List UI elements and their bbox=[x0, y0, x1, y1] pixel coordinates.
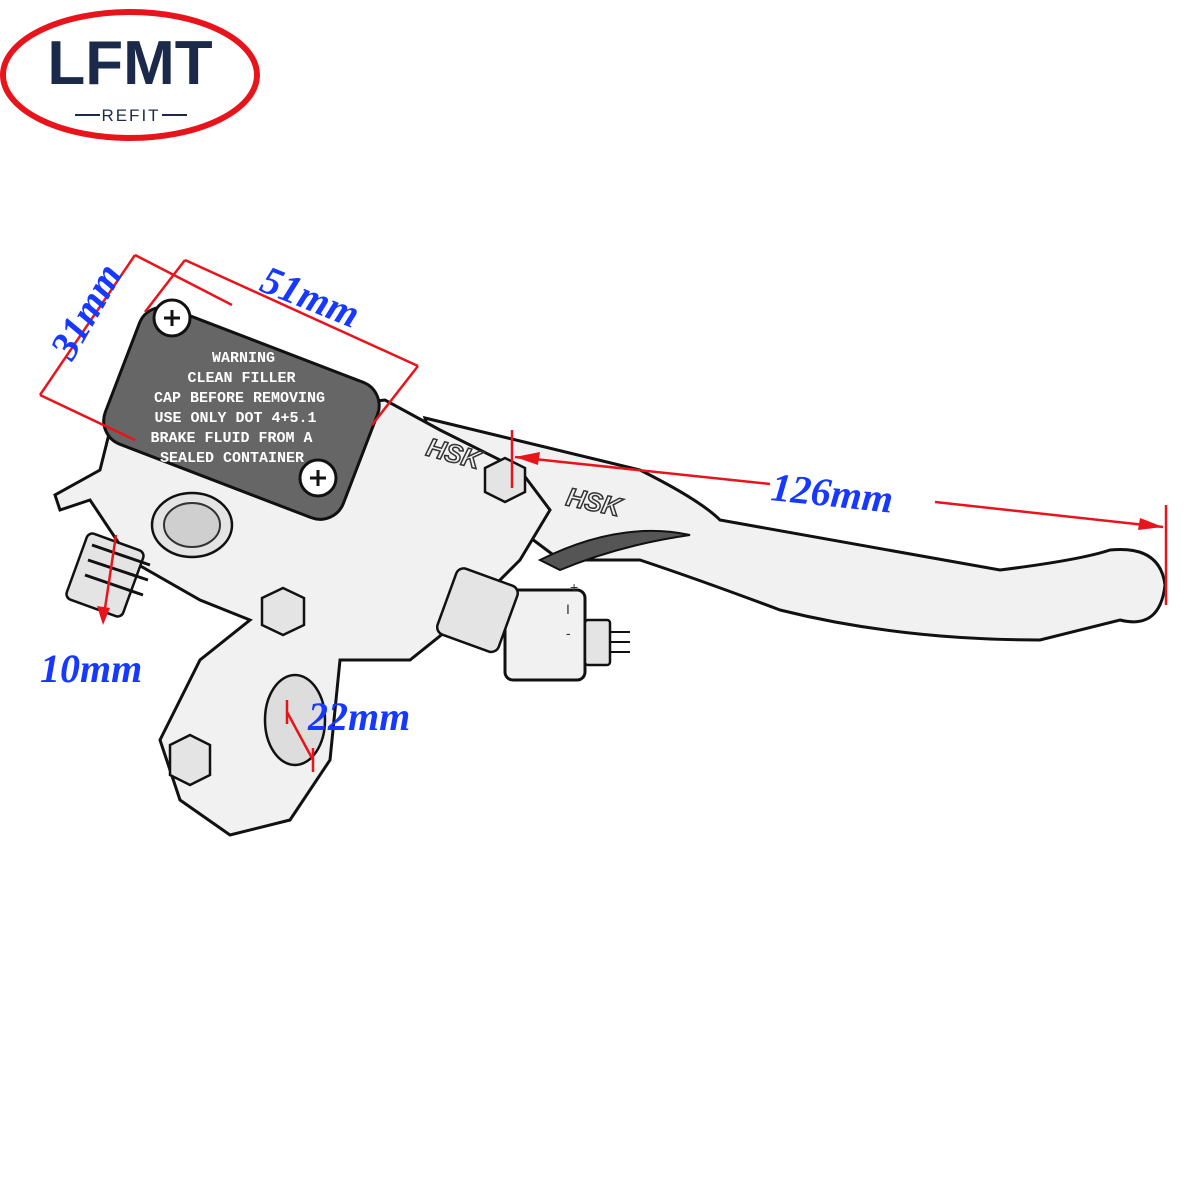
cap-screw-icon bbox=[298, 458, 338, 498]
cap-line: SEALED CONTAINER bbox=[160, 450, 304, 467]
adjuster-mark: + bbox=[570, 579, 578, 595]
cap-line: CAP BEFORE REMOVING bbox=[154, 390, 325, 407]
clamp-bolt-icon bbox=[168, 586, 306, 787]
dimension-bolt: 10mm bbox=[40, 534, 142, 691]
dimension-bar-clamp: 22mm bbox=[285, 694, 410, 772]
dimension-label: 31mm bbox=[40, 255, 131, 367]
banjo-bolt-icon bbox=[65, 532, 151, 618]
dimension-label: 10mm bbox=[40, 646, 142, 691]
adjuster-mark: - bbox=[566, 625, 571, 641]
lever-adjuster: + I - bbox=[435, 567, 630, 682]
logo-brand: LFMT bbox=[47, 29, 212, 98]
dimension-label: 126mm bbox=[769, 464, 895, 522]
bar-clamp-bore bbox=[263, 673, 327, 767]
dimension-label: 51mm bbox=[255, 257, 367, 337]
dimension-label: 22mm bbox=[307, 694, 410, 739]
svg-text:WARNING CLEAN FILLER: WARNING CLEAN FILLER CAP BEFORE REMOVING… bbox=[150, 350, 334, 467]
cap-line: WARNING bbox=[212, 350, 275, 367]
cap-line: USE ONLY DOT 4+5.1 bbox=[154, 410, 316, 427]
adjuster-mark: I bbox=[566, 601, 570, 617]
pivot-bolt-icon bbox=[483, 456, 527, 504]
cap-line: CLEAN FILLER bbox=[187, 370, 295, 387]
logo-sub: REFIT bbox=[101, 106, 160, 125]
cap-screw-icon bbox=[152, 298, 192, 338]
brand-logo: LFMT REFIT bbox=[0, 9, 260, 141]
cap-line: BRAKE FLUID FROM A bbox=[150, 430, 312, 447]
logo-ring bbox=[0, 9, 260, 141]
brake-lever-blade bbox=[422, 415, 1167, 642]
